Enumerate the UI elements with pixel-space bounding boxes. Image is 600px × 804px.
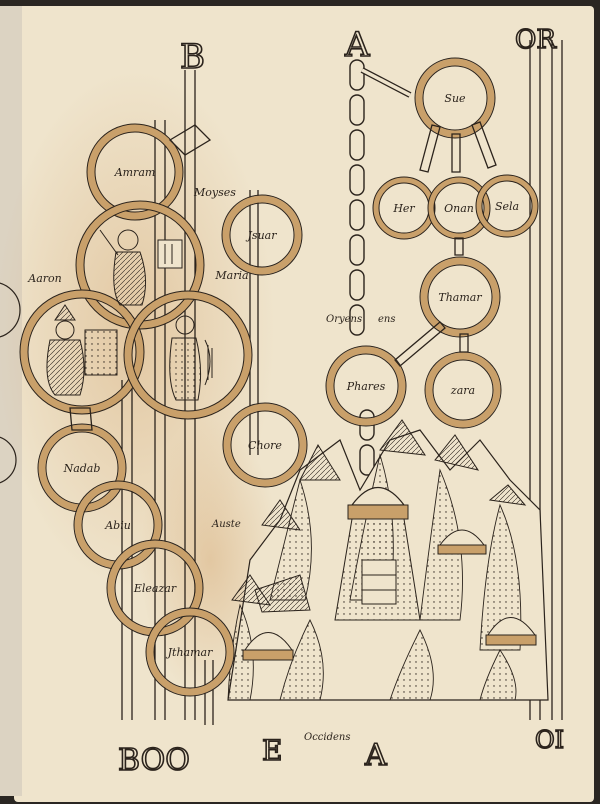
label-zara: zara	[450, 384, 475, 397]
corner-letters: B A OR BOO E A OI	[117, 24, 565, 779]
ring-chore	[223, 403, 307, 487]
ring-phares	[326, 346, 406, 426]
letter-top-left: B	[180, 37, 205, 77]
label-sue: Sue	[444, 92, 466, 105]
judah-lineage-labels: Sue Her Onan Sela Thamar Phares zara	[346, 92, 519, 397]
center-chain	[349, 59, 412, 476]
label-her: Her	[392, 202, 415, 215]
letter-top-right: OR	[515, 25, 557, 55]
label-sela: Sela	[495, 200, 519, 213]
aaron-lineage	[19, 123, 308, 697]
direction-labels: Oryens ens Auste Occidens	[211, 314, 396, 743]
ring-onan	[428, 177, 490, 239]
vertical-rods	[121, 40, 563, 725]
ring-sela	[476, 175, 538, 237]
letter-top-center: A	[344, 25, 370, 65]
letter-bottom-center-right: A	[364, 738, 387, 773]
tent-encampment	[227, 419, 549, 701]
ring-jsuar	[222, 195, 302, 275]
ring-thamar	[420, 257, 500, 337]
label-maria: Maria	[214, 269, 248, 282]
aaron-figure	[46, 304, 118, 396]
ring-aaron	[20, 290, 144, 414]
ring-jthamar	[146, 608, 234, 696]
letter-bottom-right: OI	[535, 726, 564, 754]
label-nadab: Nadab	[63, 462, 101, 475]
margin-ring-fragments	[0, 282, 21, 484]
label-jthamar: Jthamar	[166, 646, 213, 659]
label-eleazar: Eleazar	[133, 582, 177, 595]
label-occidens: Occidens	[304, 732, 351, 743]
label-jsuar: Jsuar	[246, 229, 278, 242]
label-thamar: Thamar	[438, 291, 482, 304]
aaron-lineage-labels: Amram Moyses Jsuar Aaron Maria Chore Nad…	[27, 166, 282, 659]
judah-lineage	[325, 57, 539, 429]
ring-zara	[425, 352, 501, 428]
moyses-figure	[99, 229, 183, 306]
label-amram: Amram	[114, 166, 156, 179]
ring-amram	[87, 124, 183, 220]
label-moyses: Moyses	[193, 186, 236, 199]
letter-bottom-center-left: E	[262, 734, 282, 767]
label-onan: Onan	[444, 202, 474, 215]
label-phares: Phares	[346, 380, 386, 393]
letter-bottom-left: BOO	[118, 743, 190, 778]
maria-figure	[169, 315, 213, 401]
ring-maria	[124, 291, 252, 419]
label-aaron: Aaron	[27, 272, 61, 285]
label-auste: Auste	[211, 519, 241, 530]
label-oryens: Oryens	[326, 314, 362, 325]
label-chore: Chore	[248, 439, 282, 452]
label-ens: ens	[378, 314, 396, 325]
figure-portraits	[46, 229, 213, 401]
label-abiu: Abiu	[104, 519, 131, 532]
